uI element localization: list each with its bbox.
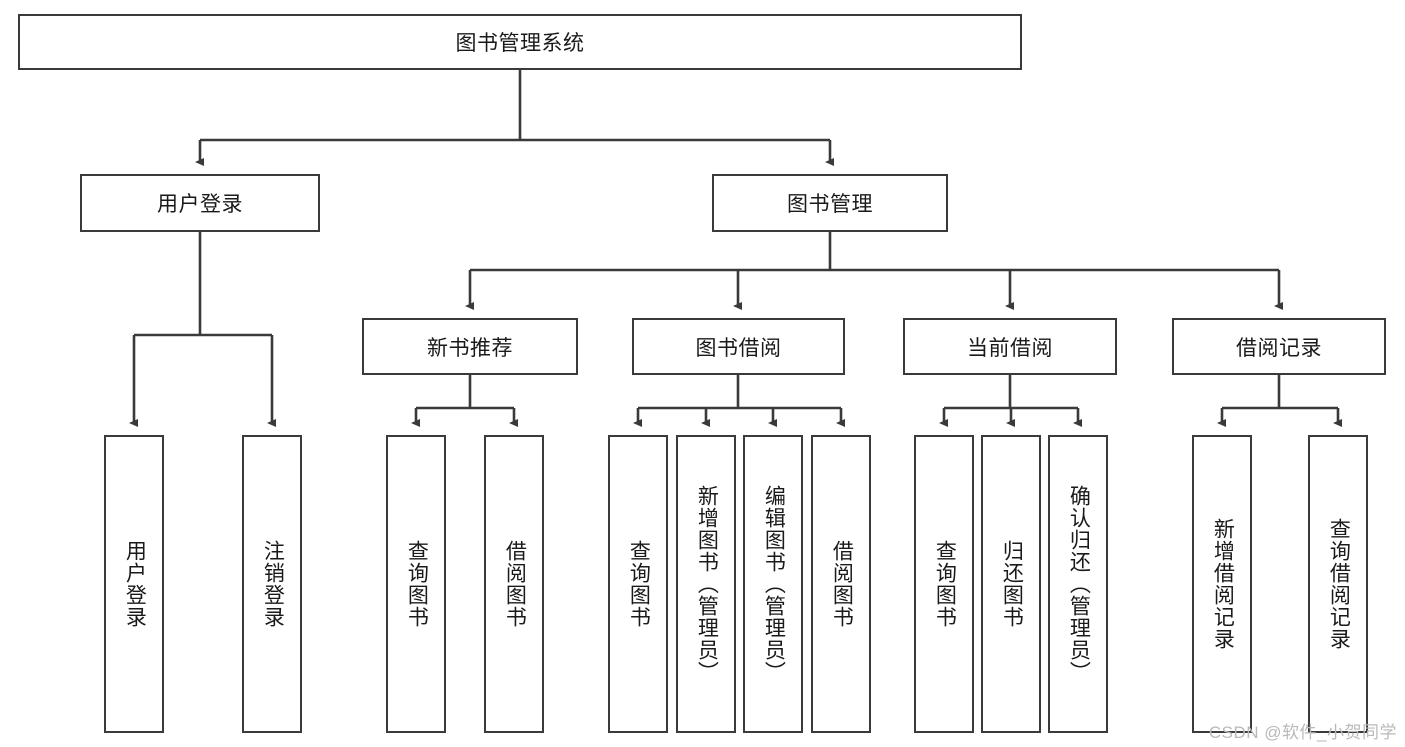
node-leaf-logout-login-label: 注销登录 xyxy=(261,540,285,628)
node-book-borrow-label: 图书借阅 xyxy=(695,336,782,360)
node-leaf-edit-book-admin[interactable]: 编辑图书（管理员） xyxy=(743,435,803,733)
node-leaf-confirm-return-admin[interactable]: 确认归还（管理员） xyxy=(1048,435,1108,733)
node-leaf-query-book-borrow-label: 查询图书 xyxy=(627,540,651,628)
node-leaf-confirm-return-admin-label: 确认归还（管理员） xyxy=(1067,485,1091,683)
node-leaf-borrow-book-label: 借阅图书 xyxy=(830,540,854,628)
node-leaf-borrow-book-recommend-label: 借阅图书 xyxy=(503,540,527,628)
node-leaf-borrow-book-recommend[interactable]: 借阅图书 xyxy=(484,435,544,733)
node-leaf-query-borrow-record[interactable]: 查询借阅记录 xyxy=(1308,435,1368,733)
node-book-borrow[interactable]: 图书借阅 xyxy=(632,318,845,375)
node-current-borrow[interactable]: 当前借阅 xyxy=(903,318,1117,375)
node-leaf-return-book[interactable]: 归还图书 xyxy=(981,435,1041,733)
node-root[interactable]: 图书管理系统 xyxy=(18,14,1022,70)
node-leaf-add-borrow-record-label: 新增借阅记录 xyxy=(1211,518,1235,650)
node-leaf-query-book-current-label: 查询图书 xyxy=(933,540,957,628)
node-leaf-query-borrow-record-label: 查询借阅记录 xyxy=(1327,518,1351,650)
node-book-management-label: 图书管理 xyxy=(787,193,873,216)
node-leaf-query-book-current[interactable]: 查询图书 xyxy=(914,435,974,733)
node-new-book-recommend[interactable]: 新书推荐 xyxy=(362,318,578,375)
node-leaf-query-book-recommend-label: 查询图书 xyxy=(405,540,429,628)
node-leaf-query-book-borrow[interactable]: 查询图书 xyxy=(608,435,668,733)
node-leaf-add-borrow-record[interactable]: 新增借阅记录 xyxy=(1192,435,1252,733)
node-new-book-recommend-label: 新书推荐 xyxy=(427,336,513,360)
watermark-text: CSDN @软件_小贺同学 xyxy=(1208,723,1397,742)
node-leaf-edit-book-admin-label: 编辑图书（管理员） xyxy=(762,485,786,683)
node-leaf-user-login-label: 用户登录 xyxy=(123,540,147,628)
node-user-login-label: 用户登录 xyxy=(157,193,243,216)
node-leaf-user-login[interactable]: 用户登录 xyxy=(104,435,164,733)
node-leaf-logout-login[interactable]: 注销登录 xyxy=(242,435,302,733)
node-root-label: 图书管理系统 xyxy=(455,32,585,55)
node-leaf-borrow-book[interactable]: 借阅图书 xyxy=(811,435,871,733)
node-leaf-query-book-recommend[interactable]: 查询图书 xyxy=(386,435,446,733)
node-borrow-record-label: 借阅记录 xyxy=(1236,336,1322,360)
node-borrow-record[interactable]: 借阅记录 xyxy=(1172,318,1386,375)
node-leaf-add-book-admin-label: 新增图书（管理员） xyxy=(695,485,719,683)
node-book-management[interactable]: 图书管理 xyxy=(712,174,948,232)
node-leaf-return-book-label: 归还图书 xyxy=(1000,540,1024,628)
node-user-login[interactable]: 用户登录 xyxy=(80,174,320,232)
node-leaf-add-book-admin[interactable]: 新增图书（管理员） xyxy=(676,435,736,733)
node-current-borrow-label: 当前借阅 xyxy=(967,336,1053,360)
